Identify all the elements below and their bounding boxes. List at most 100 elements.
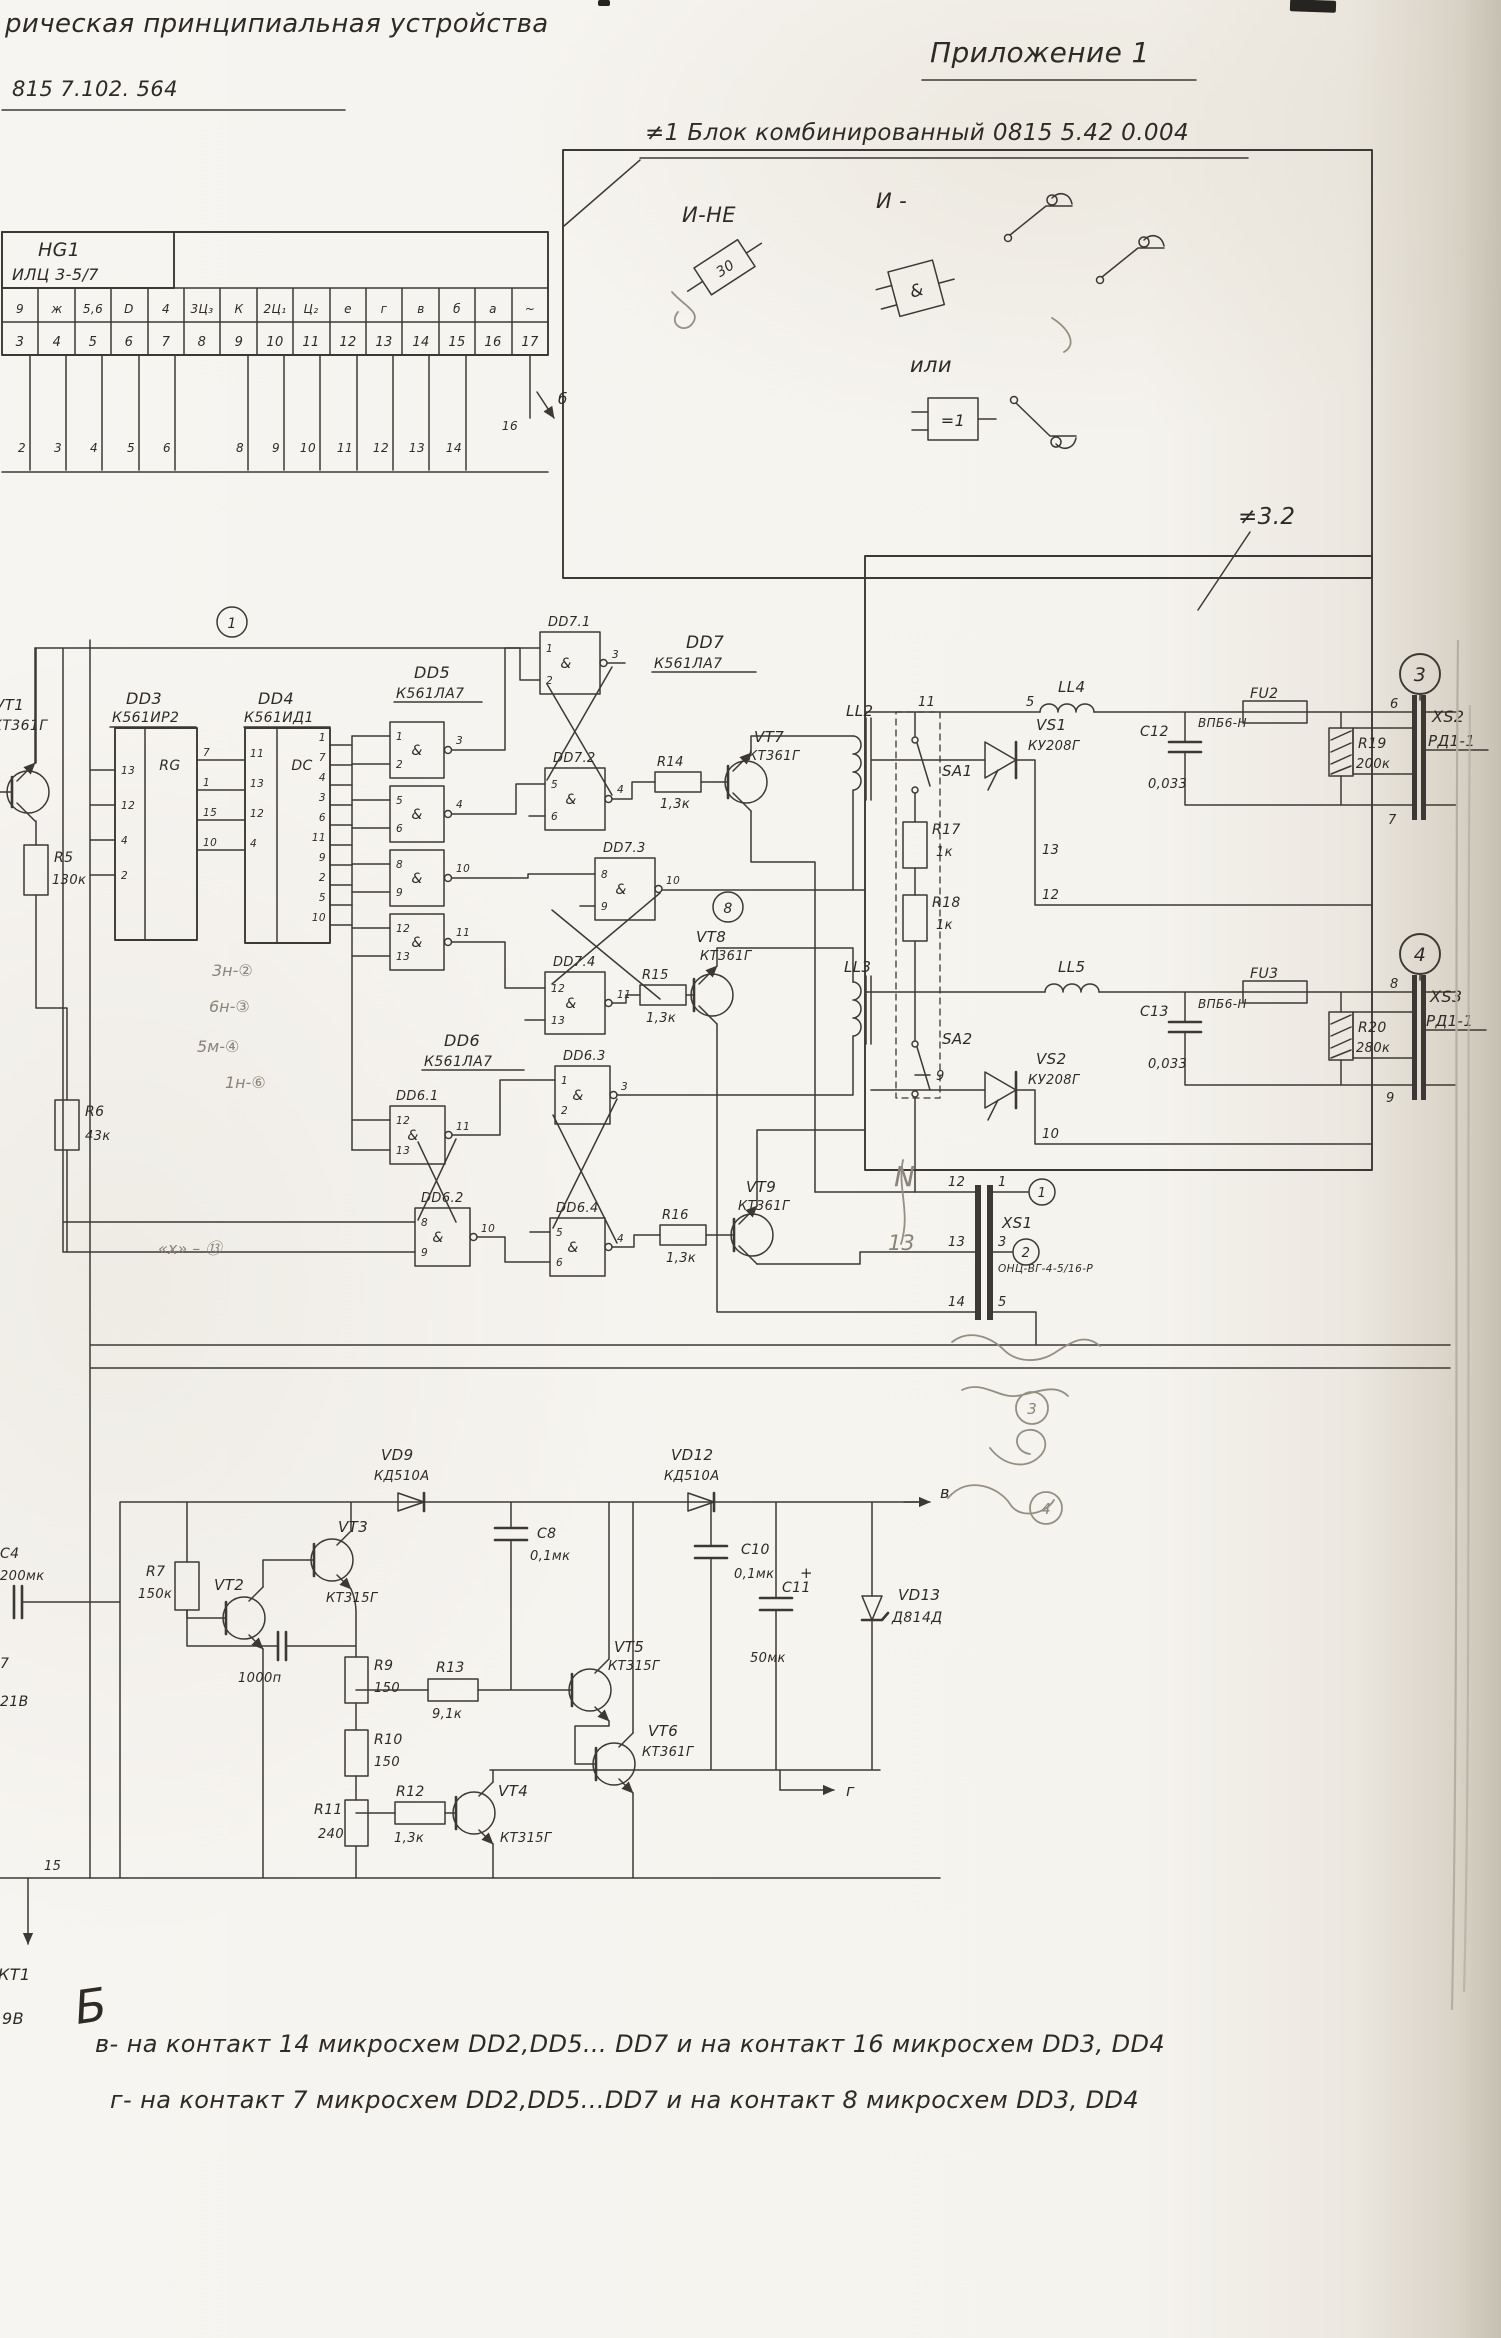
c12-value: 0,033 — [1148, 777, 1187, 792]
circled-1-left: 1 — [216, 606, 248, 638]
svg-text:12: 12 — [551, 983, 565, 995]
legend-or-label: или — [910, 353, 952, 377]
svg-text:6: 6 — [551, 811, 558, 823]
hg1-grid — [1, 287, 549, 356]
r14-ref: R14 — [657, 755, 684, 770]
or-symbol: =1 — [911, 397, 997, 441]
hg1-wire-num: 11 — [337, 441, 353, 455]
svg-text:4: 4 — [456, 799, 463, 811]
svg-text:1: 1 — [546, 643, 553, 655]
vt9-type: КТ361Г — [738, 1199, 791, 1214]
svg-text:11: 11 — [456, 1121, 470, 1133]
vd9-ref: VD9 — [381, 1446, 414, 1464]
gate-dd5-4: & 12 13 11 — [389, 913, 470, 971]
svg-text:12: 12 — [396, 923, 410, 935]
svg-text:5: 5 — [551, 779, 558, 791]
svg-text:4: 4 — [617, 1233, 624, 1245]
thyristor-vs2: VS2 КУ208Г 10 — [984, 1050, 1081, 1142]
kt1-label: КТ1 — [0, 1965, 31, 1984]
hg1-pin: 3 — [16, 335, 25, 350]
dd4-pin: 11 — [312, 832, 326, 844]
note-g: г- на контакт 7 микросхем DD2,DD5...DD7 … — [110, 2086, 1139, 2114]
note-v: в- на контакт 14 микросхем DD2,DD5... DD… — [95, 2030, 1165, 2058]
appendix-label: Приложение 1 — [930, 36, 1150, 69]
hg1-pin: 4 — [53, 335, 62, 350]
pin-7: 7 — [1388, 813, 1397, 828]
vs1-ref: VS1 — [1036, 716, 1067, 734]
pin-10: 10 — [1042, 1127, 1059, 1142]
dd3-pin: 7 — [203, 747, 210, 759]
svg-text:&: & — [432, 1230, 443, 1246]
transistor-vt1: VT1 КТ361Г — [0, 647, 50, 846]
r12-value: 1,3к — [394, 1831, 424, 1846]
svg-text:4: 4 — [1414, 944, 1427, 966]
diode-vd12: VD12 КД510А — [664, 1446, 719, 1513]
dd3-pin: 4 — [121, 835, 128, 847]
hg1-wire-num: 3 — [54, 441, 62, 455]
hg1-seg: К — [235, 302, 244, 316]
svg-text:&: & — [567, 1240, 578, 1256]
vs1-type: КУ208Г — [1028, 739, 1081, 754]
svg-text:13: 13 — [551, 1015, 565, 1027]
svg-text:&: & — [560, 656, 571, 672]
pencil-n-mark: N — [894, 1160, 915, 1193]
hg1-seg: ~ — [525, 302, 535, 316]
hg1-seg: б — [453, 302, 461, 316]
dd3-type: К561ИР2 — [112, 710, 179, 726]
dd3-pin: 2 — [121, 870, 128, 882]
svg-text:10: 10 — [481, 1223, 495, 1235]
svg-text:6: 6 — [396, 823, 403, 835]
svg-text:DD6.3: DD6.3 — [563, 1049, 606, 1064]
section-leader — [1197, 531, 1251, 611]
ll3-ref: LL3 — [844, 958, 871, 976]
svg-text:12: 12 — [396, 1115, 410, 1127]
dd4-pin: 2 — [319, 872, 326, 884]
hg1-block: HG1 ИЛЦ 3-5/7 9 ж 5,6 D 4 3Ц₃ К 2Ц₁ Ц₂ е… — [1, 231, 567, 473]
transistor-vt7: VT7 КТ361Г — [724, 728, 854, 1193]
fu2-ref: FU2 — [1250, 686, 1278, 702]
dd4-pin: 5 — [319, 892, 326, 904]
vt2-type: КТ315Г — [326, 1591, 379, 1606]
hg1-seg: 4 — [162, 302, 170, 316]
dd5-ref: DD5 — [414, 663, 450, 682]
vt7-ref: VT7 — [754, 728, 784, 746]
resistor-r13: R13 9,1к — [427, 1660, 479, 1722]
hg1-pin: 12 — [339, 335, 356, 350]
ll4-ref: LL4 — [1058, 678, 1085, 696]
c4-value: 200мк — [0, 1569, 44, 1584]
svg-text:8: 8 — [396, 859, 403, 871]
r17-ref: R17 — [932, 822, 961, 838]
svg-text:DD6.2: DD6.2 — [421, 1191, 464, 1206]
vt6-type: КТ361Г — [642, 1745, 695, 1760]
doc-number: 815 7.102. 564 — [12, 77, 178, 101]
svg-text:3: 3 — [621, 1081, 628, 1093]
power-supply-section: в г VD9 КД510А VD12 КД510А С4 200мк 7 21… — [0, 1446, 949, 1879]
svg-text:2: 2 — [396, 759, 403, 771]
vt7-type: КТ361Г — [748, 749, 801, 764]
xs1-ref: XS1 — [1001, 1214, 1033, 1232]
fu3-ref: FU3 — [1250, 966, 1278, 982]
page-fold-line-1 — [1450, 639, 1460, 2011]
ll2-ref: LL2 — [846, 702, 873, 720]
ic-dd6: DD6 К561ЛА7 DD6.1 & 12 13 11 DD6.3 & 1 2… — [389, 1031, 854, 1277]
connector-xs2: XS2 РД1-1 6 7 — [1388, 695, 1489, 828]
svg-text:3: 3 — [1414, 664, 1427, 686]
r9-value: 150 — [374, 1681, 400, 1696]
resistor-r19: R19 200к — [1328, 727, 1414, 777]
svg-text:30: 30 — [713, 257, 737, 281]
page-fold-line-2 — [1462, 704, 1472, 1993]
vt8-type: КТ361Г — [700, 949, 753, 964]
r11-value: 240 — [318, 1827, 344, 1842]
power-switch-block: LL2 SA1 11 R17 1к R18 1к LL3 SA2 9 — [844, 555, 1489, 1193]
svg-text:DD7.3: DD7.3 — [603, 841, 646, 856]
c13-value: 0,033 — [1148, 1057, 1187, 1072]
contact-symbol-2 — [1095, 235, 1165, 285]
capacitor-c11: С11 + 50мк — [750, 1564, 813, 1666]
r13-value: 9,1к — [432, 1707, 462, 1722]
ll5-ref: LL5 — [1058, 958, 1085, 976]
resistor-r9: R9 150 — [344, 1656, 400, 1704]
transistor-vt4: VT4 КТ315Г — [452, 1781, 553, 1846]
xs1-pin-12: 12 — [948, 1175, 965, 1190]
dd3-pin: 13 — [121, 765, 135, 777]
